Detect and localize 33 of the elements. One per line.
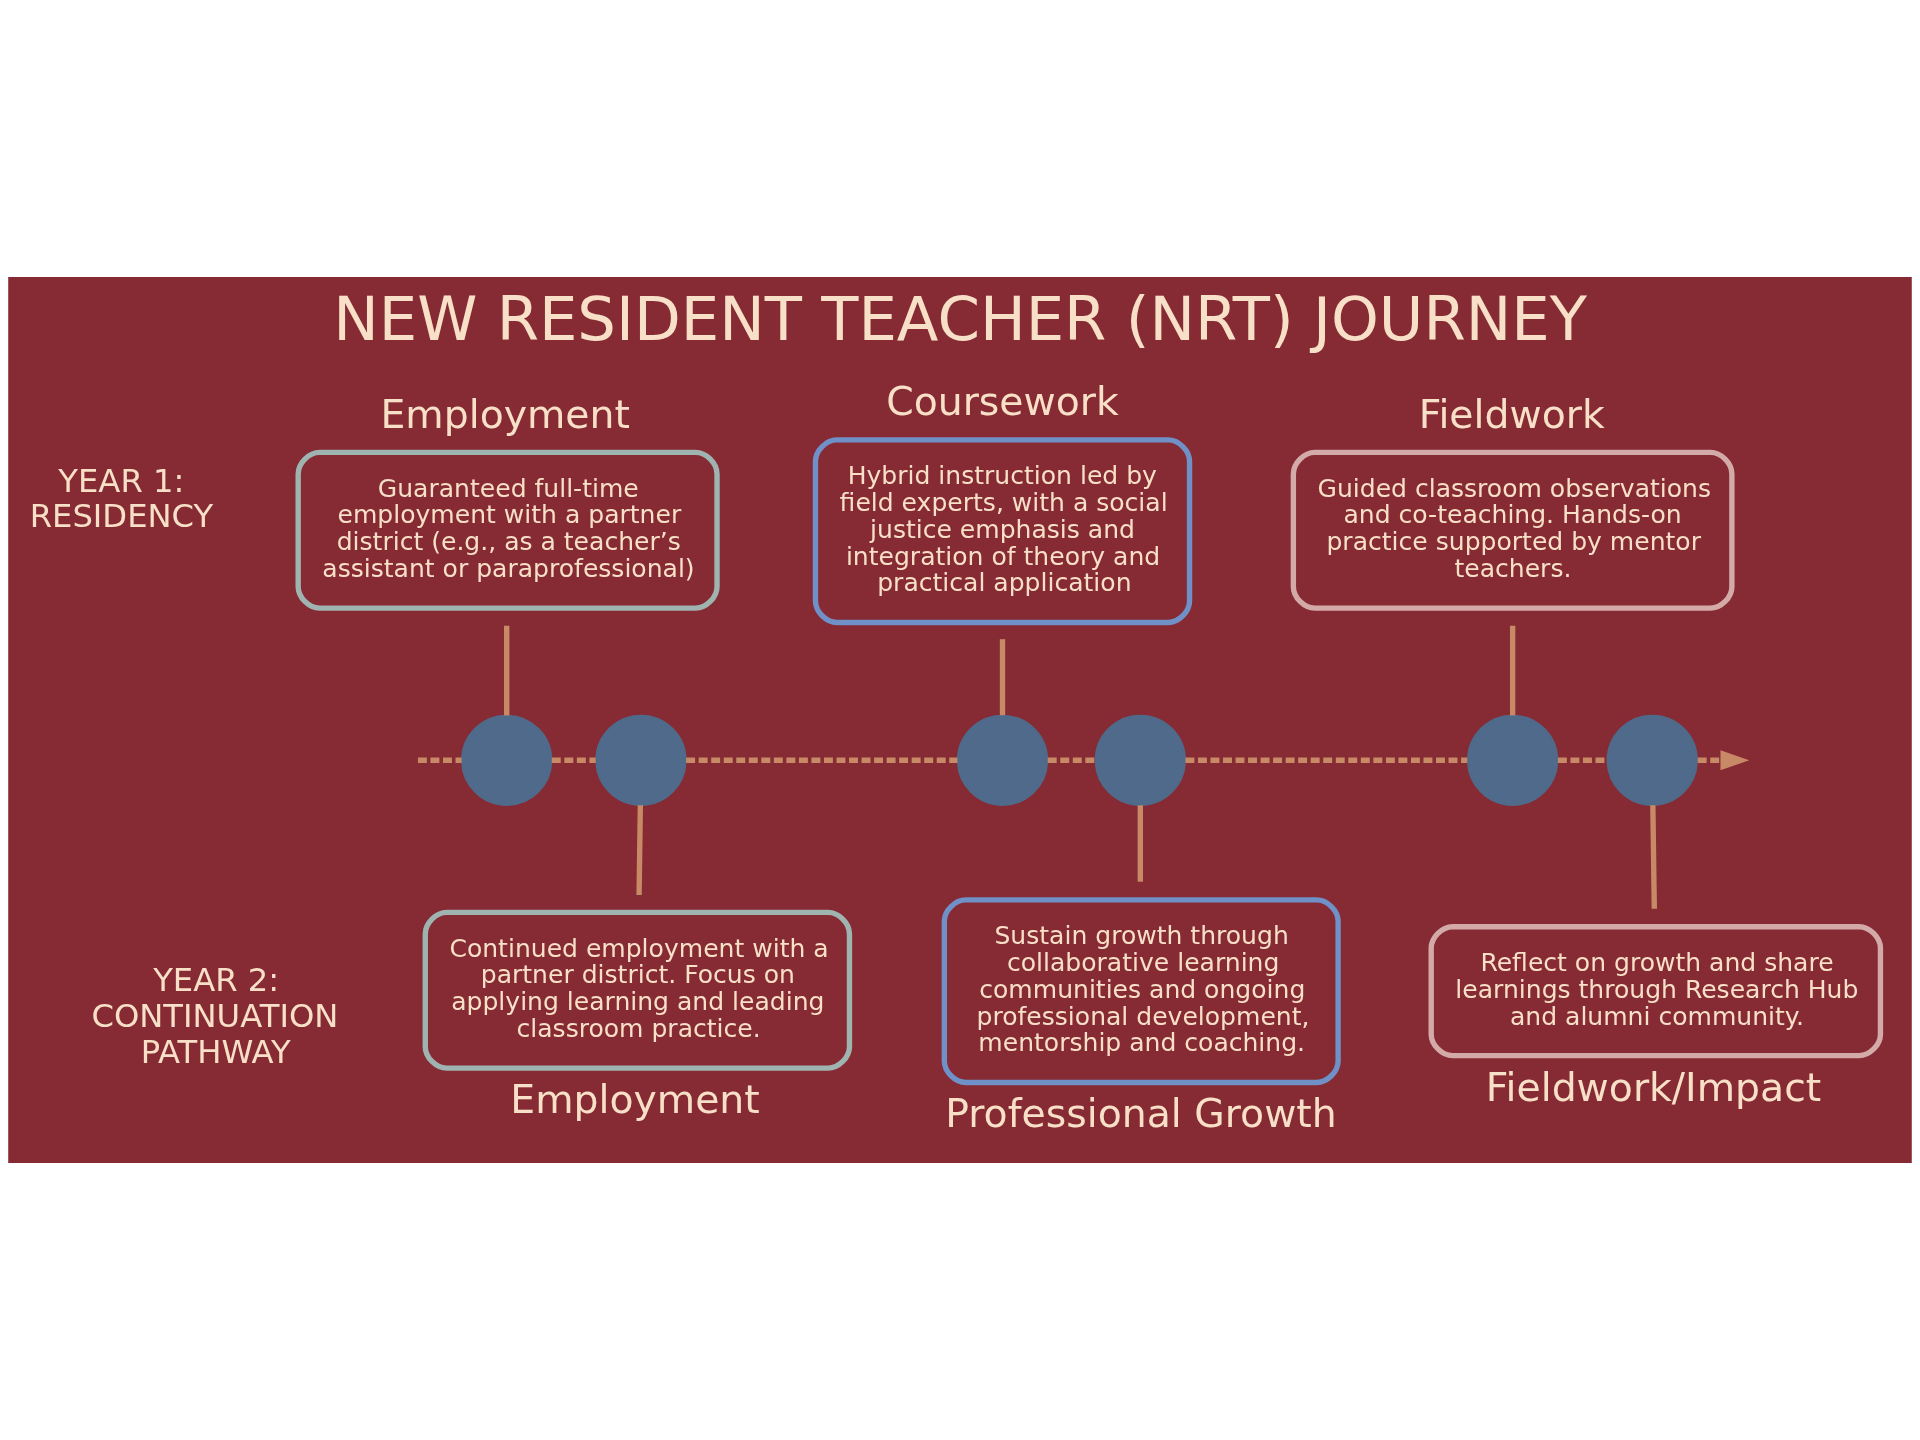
connector xyxy=(551,757,596,763)
connector xyxy=(504,625,510,716)
node-circle xyxy=(1606,714,1698,806)
connector xyxy=(999,639,1006,716)
connector xyxy=(686,757,958,763)
node-circle xyxy=(595,714,687,806)
node-label: Employment xyxy=(510,1076,760,1123)
label: YEAR 1: RESIDENCY xyxy=(29,461,214,536)
node-circle xyxy=(1467,714,1559,806)
node-circle xyxy=(956,714,1049,806)
diagram-title: NEW RESIDENT TEACHER (NRT) JOURNEY xyxy=(333,284,1587,354)
node-circle xyxy=(1094,714,1186,806)
connector xyxy=(1137,805,1143,882)
node-circle xyxy=(461,714,553,806)
connector xyxy=(636,805,644,895)
node-label: Professional Growth xyxy=(945,1090,1337,1137)
node-box: Sustain growth through collaborative learning communities and ongoing professional development, mentorship and coaching. xyxy=(941,897,1341,1086)
node-label: Employment xyxy=(380,390,630,437)
connector xyxy=(417,757,462,763)
node-label: Coursework xyxy=(886,378,1119,424)
node-label: Fieldwork/Impact xyxy=(1485,1063,1822,1110)
node-box: Guided classroom observations and co-teaching. Hands-on practice supported by mentor teachers. xyxy=(1290,449,1735,611)
node-box: Hybrid instruction led by field experts, with a social justice emphasis and integration of theory and practical application xyxy=(812,437,1193,626)
connector xyxy=(1509,625,1516,716)
node-box: Reflect on growth and share learnings through Research Hub and alumni community. xyxy=(1428,924,1884,1059)
node-label: Fieldwork xyxy=(1418,390,1605,437)
node-box: Continued employment with a partner district. Focus on applying learning and leading classroom practice. xyxy=(422,909,853,1071)
connector xyxy=(1185,757,1468,763)
connector xyxy=(1047,757,1096,763)
arrow xyxy=(1697,750,1750,771)
connector xyxy=(1650,805,1657,909)
node-box: Guaranteed full-time employment with a partner district (e.g., as a teacher’s assistant or paraprofessional) xyxy=(295,449,720,611)
label: YEAR 2: CONTINUATION PATHWAY xyxy=(91,960,339,1071)
